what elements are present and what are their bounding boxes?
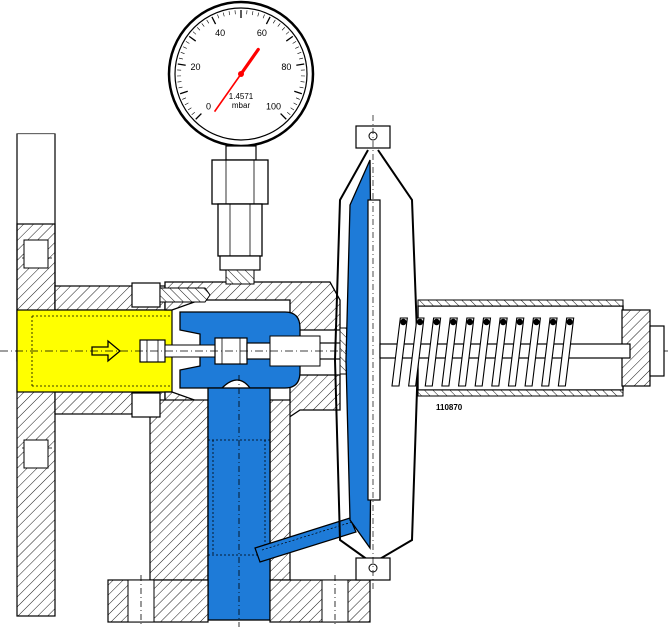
spring-coil-section [566, 319, 572, 325]
pressure-gauge: 0 20 40 60 80 100 1.4571 mbar [169, 2, 313, 146]
spring-coil-section [433, 319, 439, 325]
gauge-reading: 1.4571 [229, 92, 254, 101]
gauge-tick-label: 0 [206, 102, 211, 112]
drawing-number: 110870 [436, 403, 463, 412]
spring-coil-section [500, 319, 506, 325]
spring-coil-section [467, 319, 473, 325]
spring-coil-section [533, 319, 539, 325]
spring-coil-section [417, 319, 423, 325]
gauge-unit: mbar [232, 101, 251, 110]
spring-coil-section [483, 319, 489, 325]
gauge-tick-label: 40 [215, 28, 225, 38]
gauge-needle-hub [238, 71, 244, 77]
spring-bonnet [380, 300, 664, 396]
spring-coil-section [550, 319, 556, 325]
gauge-tick-label: 60 [257, 28, 267, 38]
gauge-tick-label: 100 [266, 102, 281, 112]
gauge-connection [212, 146, 268, 284]
gauge-tick-label: 80 [281, 62, 291, 72]
spring-coil-section [517, 319, 523, 325]
gauge-tick-label: 20 [191, 62, 201, 72]
spring-coil-section [400, 319, 406, 325]
spring-coil-section [450, 319, 456, 325]
